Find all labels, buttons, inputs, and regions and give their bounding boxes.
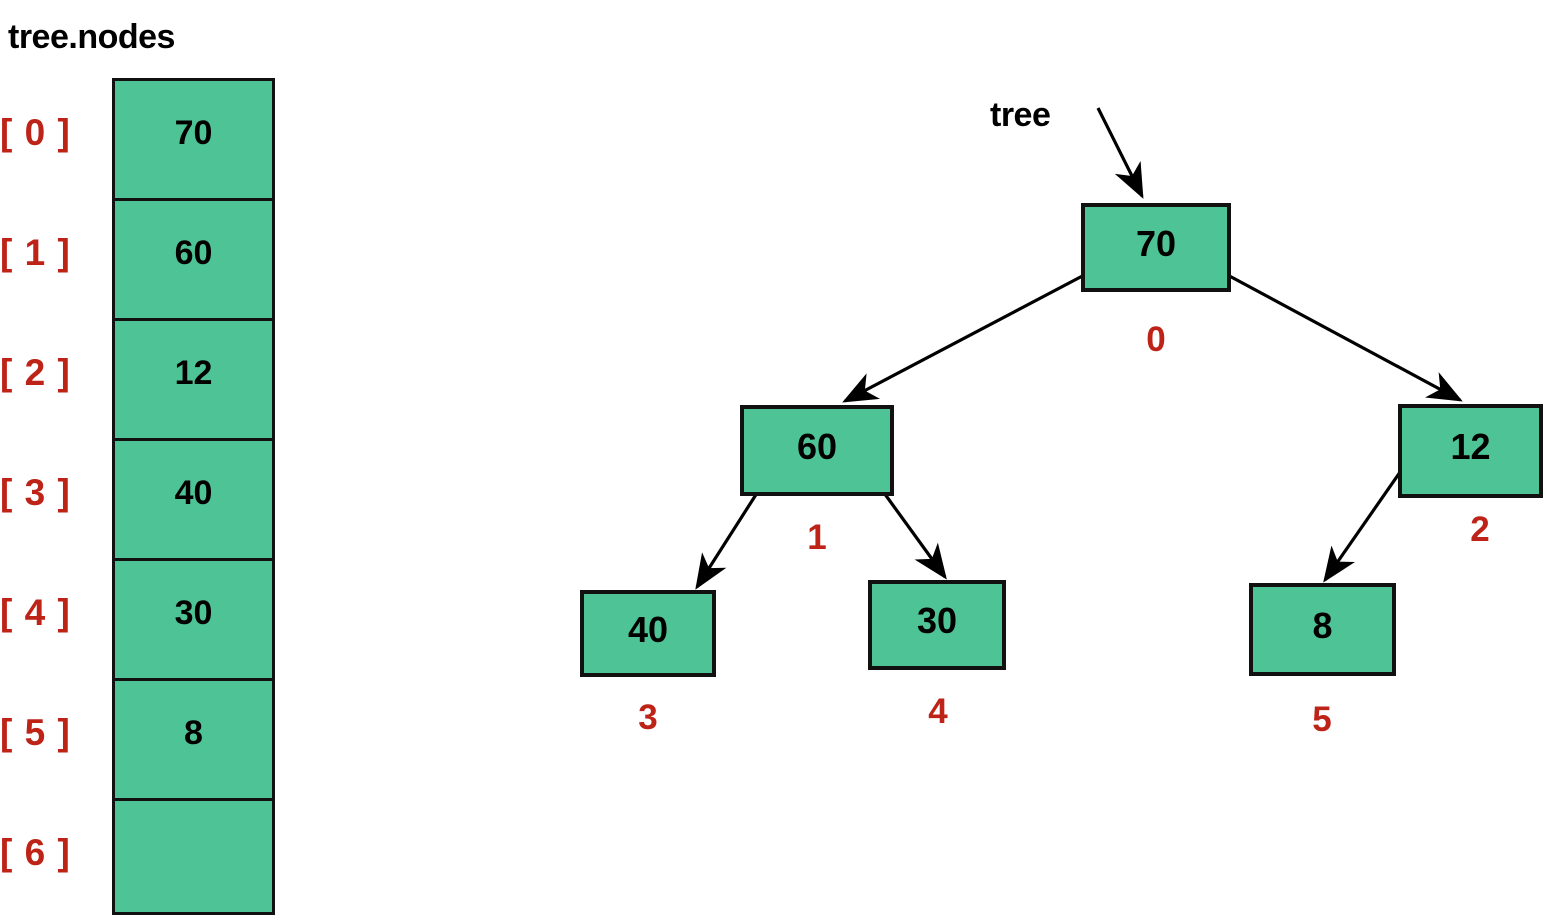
array-cell-value-1: 60	[174, 234, 213, 272]
tree-pointer-label: tree	[990, 96, 1051, 134]
edge-70-to-12	[1221, 270, 1463, 402]
tree-node-index-0: 0	[1146, 320, 1166, 359]
array-index-label-0: [ 0 ]	[0, 112, 71, 153]
array-cell-value-5: 8	[184, 714, 203, 752]
edge-70-to-60	[842, 270, 1091, 403]
array-cell-6[interactable]	[115, 801, 272, 912]
array-index-label-4: [ 4 ]	[0, 592, 71, 633]
array-index-label-3: [ 3 ]	[0, 472, 71, 513]
tree-node-value-1: 60	[796, 425, 838, 467]
tree-node-value-3: 40	[627, 608, 669, 650]
edge-pointer-to-root	[1096, 107, 1144, 199]
array-cell-value-0: 70	[174, 114, 213, 152]
tree-node-value-2: 12	[1450, 426, 1491, 467]
tree-node-index-4: 4	[928, 692, 948, 731]
array-cell-value-4: 30	[174, 594, 213, 632]
array-index-label-6: [ 6 ]	[0, 832, 71, 873]
array-cell-3[interactable]: 40	[115, 441, 272, 561]
tree-node-index-5: 5	[1312, 700, 1332, 739]
array-cell-1[interactable]: 60	[115, 201, 272, 321]
array-cell-5[interactable]: 8	[115, 681, 272, 801]
tree-node-30[interactable]: 30	[868, 580, 1006, 670]
tree-node-value-5: 8	[1312, 604, 1333, 646]
array-index-label-1: [ 1 ]	[0, 232, 71, 273]
tree-node-index-1: 1	[807, 518, 827, 557]
array-index-label-5: [ 5 ]	[0, 712, 71, 753]
tree-node-60[interactable]: 60	[740, 405, 894, 496]
array-cell-value-3: 40	[174, 474, 213, 512]
array-cell-value-2: 12	[174, 354, 213, 392]
tree-node-40[interactable]: 40	[580, 590, 716, 677]
tree-node-value-4: 30	[916, 600, 958, 641]
tree-node-index-2: 2	[1470, 510, 1490, 549]
tree-node-12[interactable]: 12	[1398, 404, 1543, 498]
tree-node-index-3: 3	[638, 698, 658, 737]
array-title: tree.nodes	[8, 18, 175, 56]
tree-node-8[interactable]: 8	[1249, 583, 1396, 676]
array-cell-4[interactable]: 30	[115, 561, 272, 681]
array-cell-0[interactable]: 70	[115, 81, 272, 201]
array-cell-2[interactable]: 12	[115, 321, 272, 441]
array-index-label-2: [ 2 ]	[0, 352, 71, 393]
tree-node-value-0: 70	[1135, 222, 1177, 264]
tree-nodes-array: 70 60 12 40 30 8	[112, 78, 275, 915]
tree-node-70[interactable]: 70	[1081, 203, 1231, 292]
